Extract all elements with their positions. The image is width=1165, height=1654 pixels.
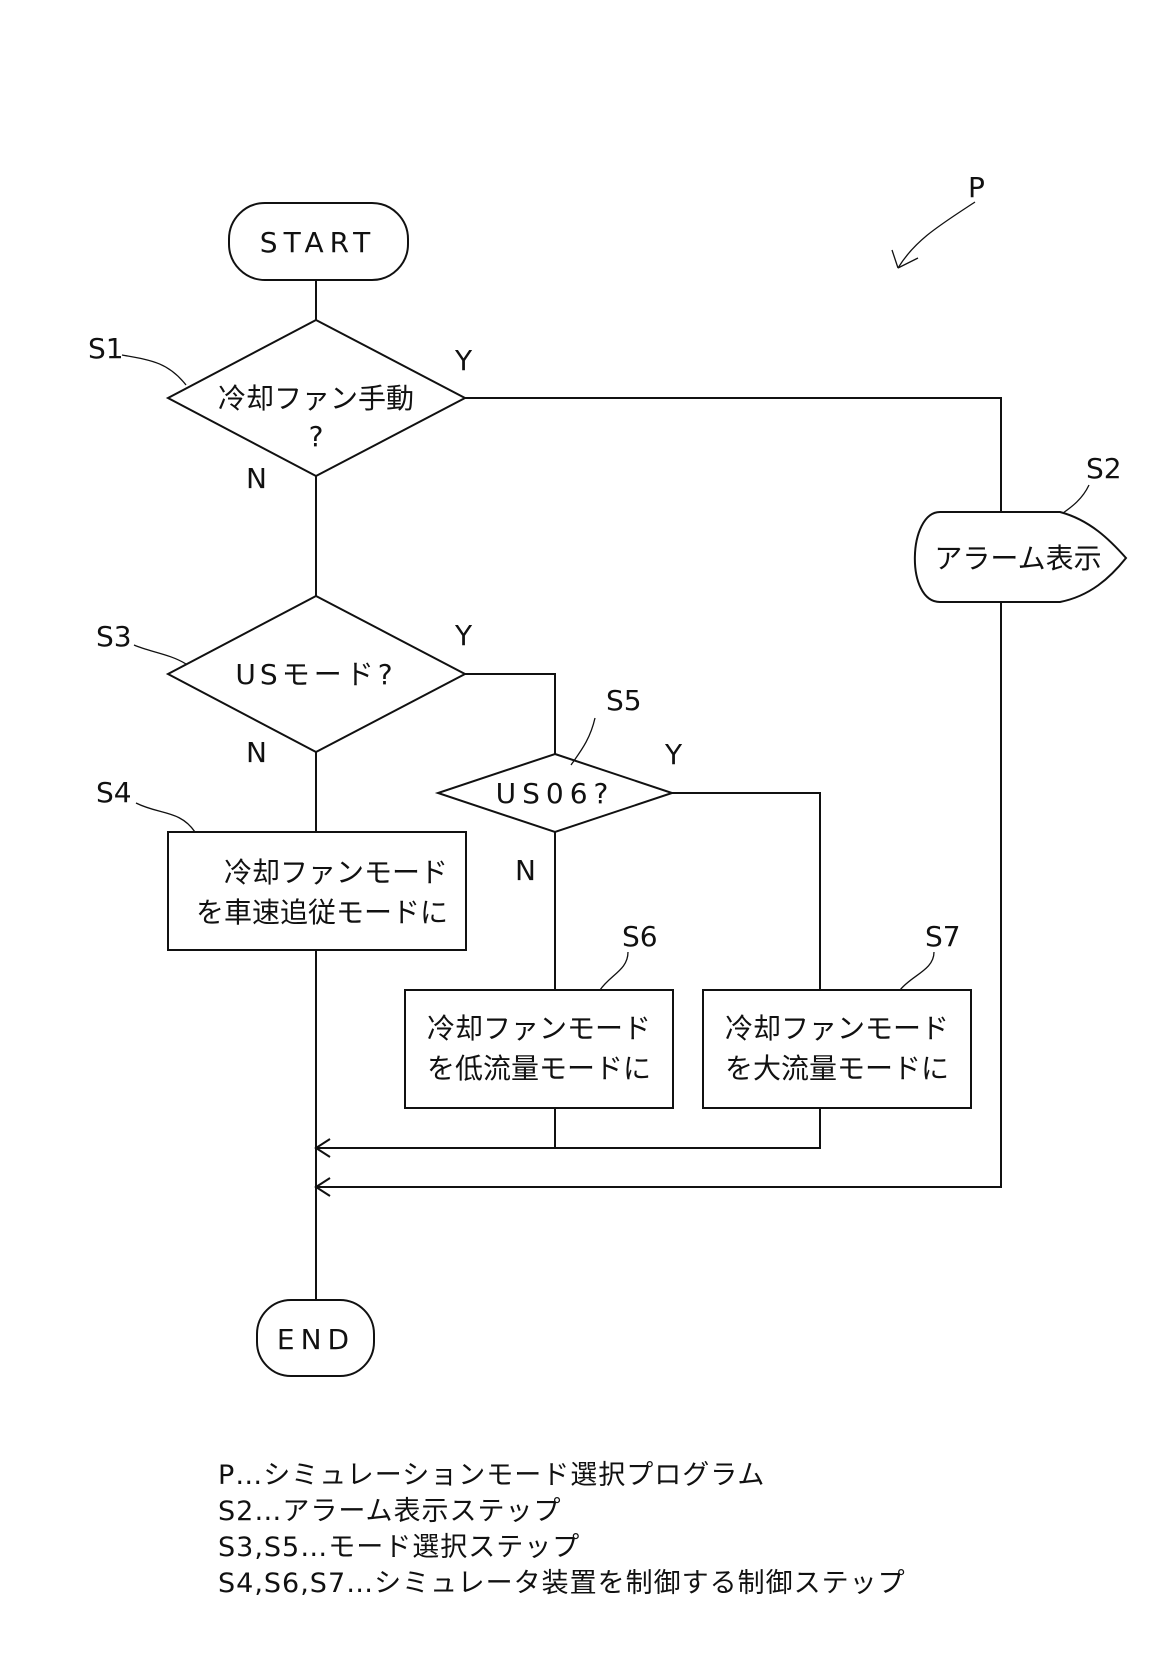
s3-leader [134, 645, 186, 664]
s6-step-label: S6 [622, 920, 658, 953]
s7-label-line1: 冷却ファンモード [725, 1012, 949, 1045]
s4-label-line2: を車速追従モードに [196, 896, 448, 929]
s7-step-label: S7 [925, 920, 961, 953]
connector-s1-yes [465, 398, 1001, 512]
s3-no-label: N [246, 736, 267, 769]
legend-item: S2…アラーム表示ステップ [218, 1494, 906, 1530]
end-label: END [277, 1323, 355, 1356]
s2-step-label: S2 [1086, 452, 1122, 485]
s1-yes-label: Y [454, 344, 473, 377]
s5-yes-label: Y [664, 738, 683, 771]
s6-label-line1: 冷却ファンモード [427, 1012, 651, 1045]
s5-leader [571, 718, 595, 765]
s5-step-label: S5 [606, 684, 642, 717]
s6-leader [600, 952, 628, 990]
s3-label: USモード? [235, 658, 396, 691]
s1-no-label: N [246, 462, 267, 495]
legend-item: S3,S5…モード選択ステップ [218, 1530, 906, 1566]
s2-label: アラーム表示 [934, 542, 1101, 575]
s6-label-line2: を低流量モードに [427, 1052, 651, 1085]
s7-process [703, 990, 971, 1108]
s2-leader [1063, 485, 1089, 513]
figure-ref-arrowhead-icon [892, 250, 918, 268]
s6-process [405, 990, 673, 1108]
figure-ref-label: P [968, 171, 985, 204]
start-label: START [260, 226, 376, 259]
s1-step-label: S1 [88, 332, 124, 365]
s5-label: US06? [496, 777, 615, 810]
s4-leader [136, 803, 195, 832]
s5-no-label: N [515, 854, 536, 887]
legend-item: S4,S6,S7…シミュレータ装置を制御する制御ステップ [218, 1566, 906, 1602]
connector-s3-yes [465, 674, 555, 754]
s7-leader [900, 952, 934, 990]
s3-yes-label: Y [454, 619, 473, 652]
s4-step-label: S4 [96, 776, 132, 809]
connector-s2-return [316, 602, 1001, 1187]
s1-label-line2: ? [309, 420, 324, 453]
connector-s7-merge [316, 1108, 820, 1148]
legend: P…シミュレーションモード選択プログラム S2…アラーム表示ステップ S3,S5… [218, 1458, 906, 1602]
connector-s5-s7 [672, 793, 820, 990]
s4-process [168, 832, 466, 950]
figure-ref-leader [898, 202, 975, 268]
legend-item: P…シミュレーションモード選択プログラム [218, 1458, 906, 1494]
s1-label-line1: 冷却ファン手動 [218, 382, 414, 415]
s7-label-line2: を大流量モードに [725, 1052, 949, 1085]
s4-label-line1: 冷却ファンモード [224, 856, 448, 889]
s3-step-label: S3 [96, 620, 132, 653]
s1-leader [122, 355, 186, 385]
